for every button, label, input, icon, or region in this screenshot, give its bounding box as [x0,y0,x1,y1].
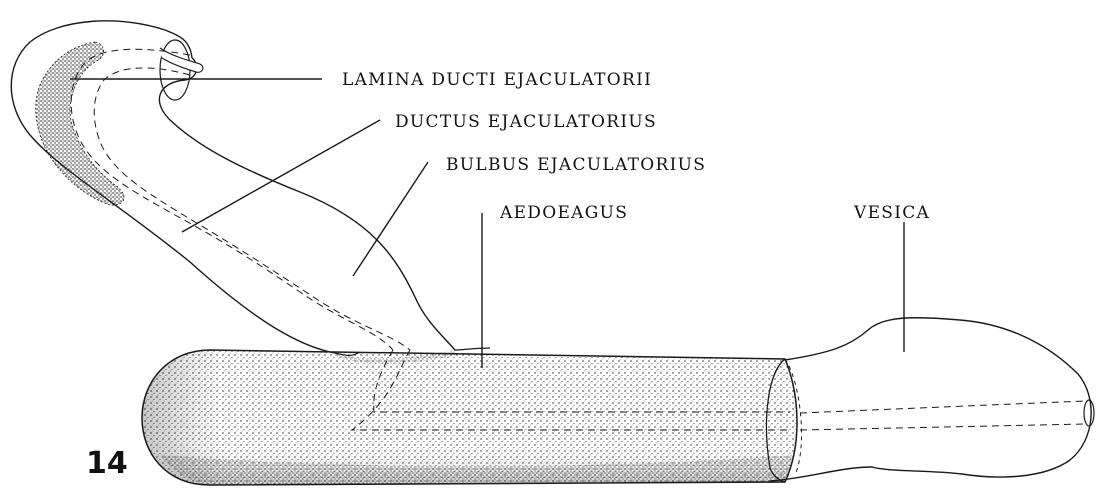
label-lamina-ducti-ejaculatorii: LAMINA DUCTI EJACULATORII [342,70,652,90]
label-bulbus-ejaculatorius: BULBUS EJACULATORIUS [446,155,706,175]
ductus-tip [160,48,203,72]
ductus-line-2 [94,68,410,350]
leader-bulbus [353,162,428,276]
vesica-gonopore [1084,400,1094,426]
ductus-in-vesica [800,401,1085,413]
label-vesica: VESICA [854,203,930,223]
leader-ductus [182,120,380,232]
figure-number: 14 [86,446,128,481]
label-aedoeagus: AEDOEAGUS [500,203,628,223]
vesica-outline [770,318,1091,481]
label-ductus-ejaculatorius: DUCTUS EJACULATORIUS [395,112,657,132]
bulbus-outline-inner [159,58,455,350]
lamina-sclerite [36,42,124,205]
ductus-in-vesica-lower [800,424,1085,430]
